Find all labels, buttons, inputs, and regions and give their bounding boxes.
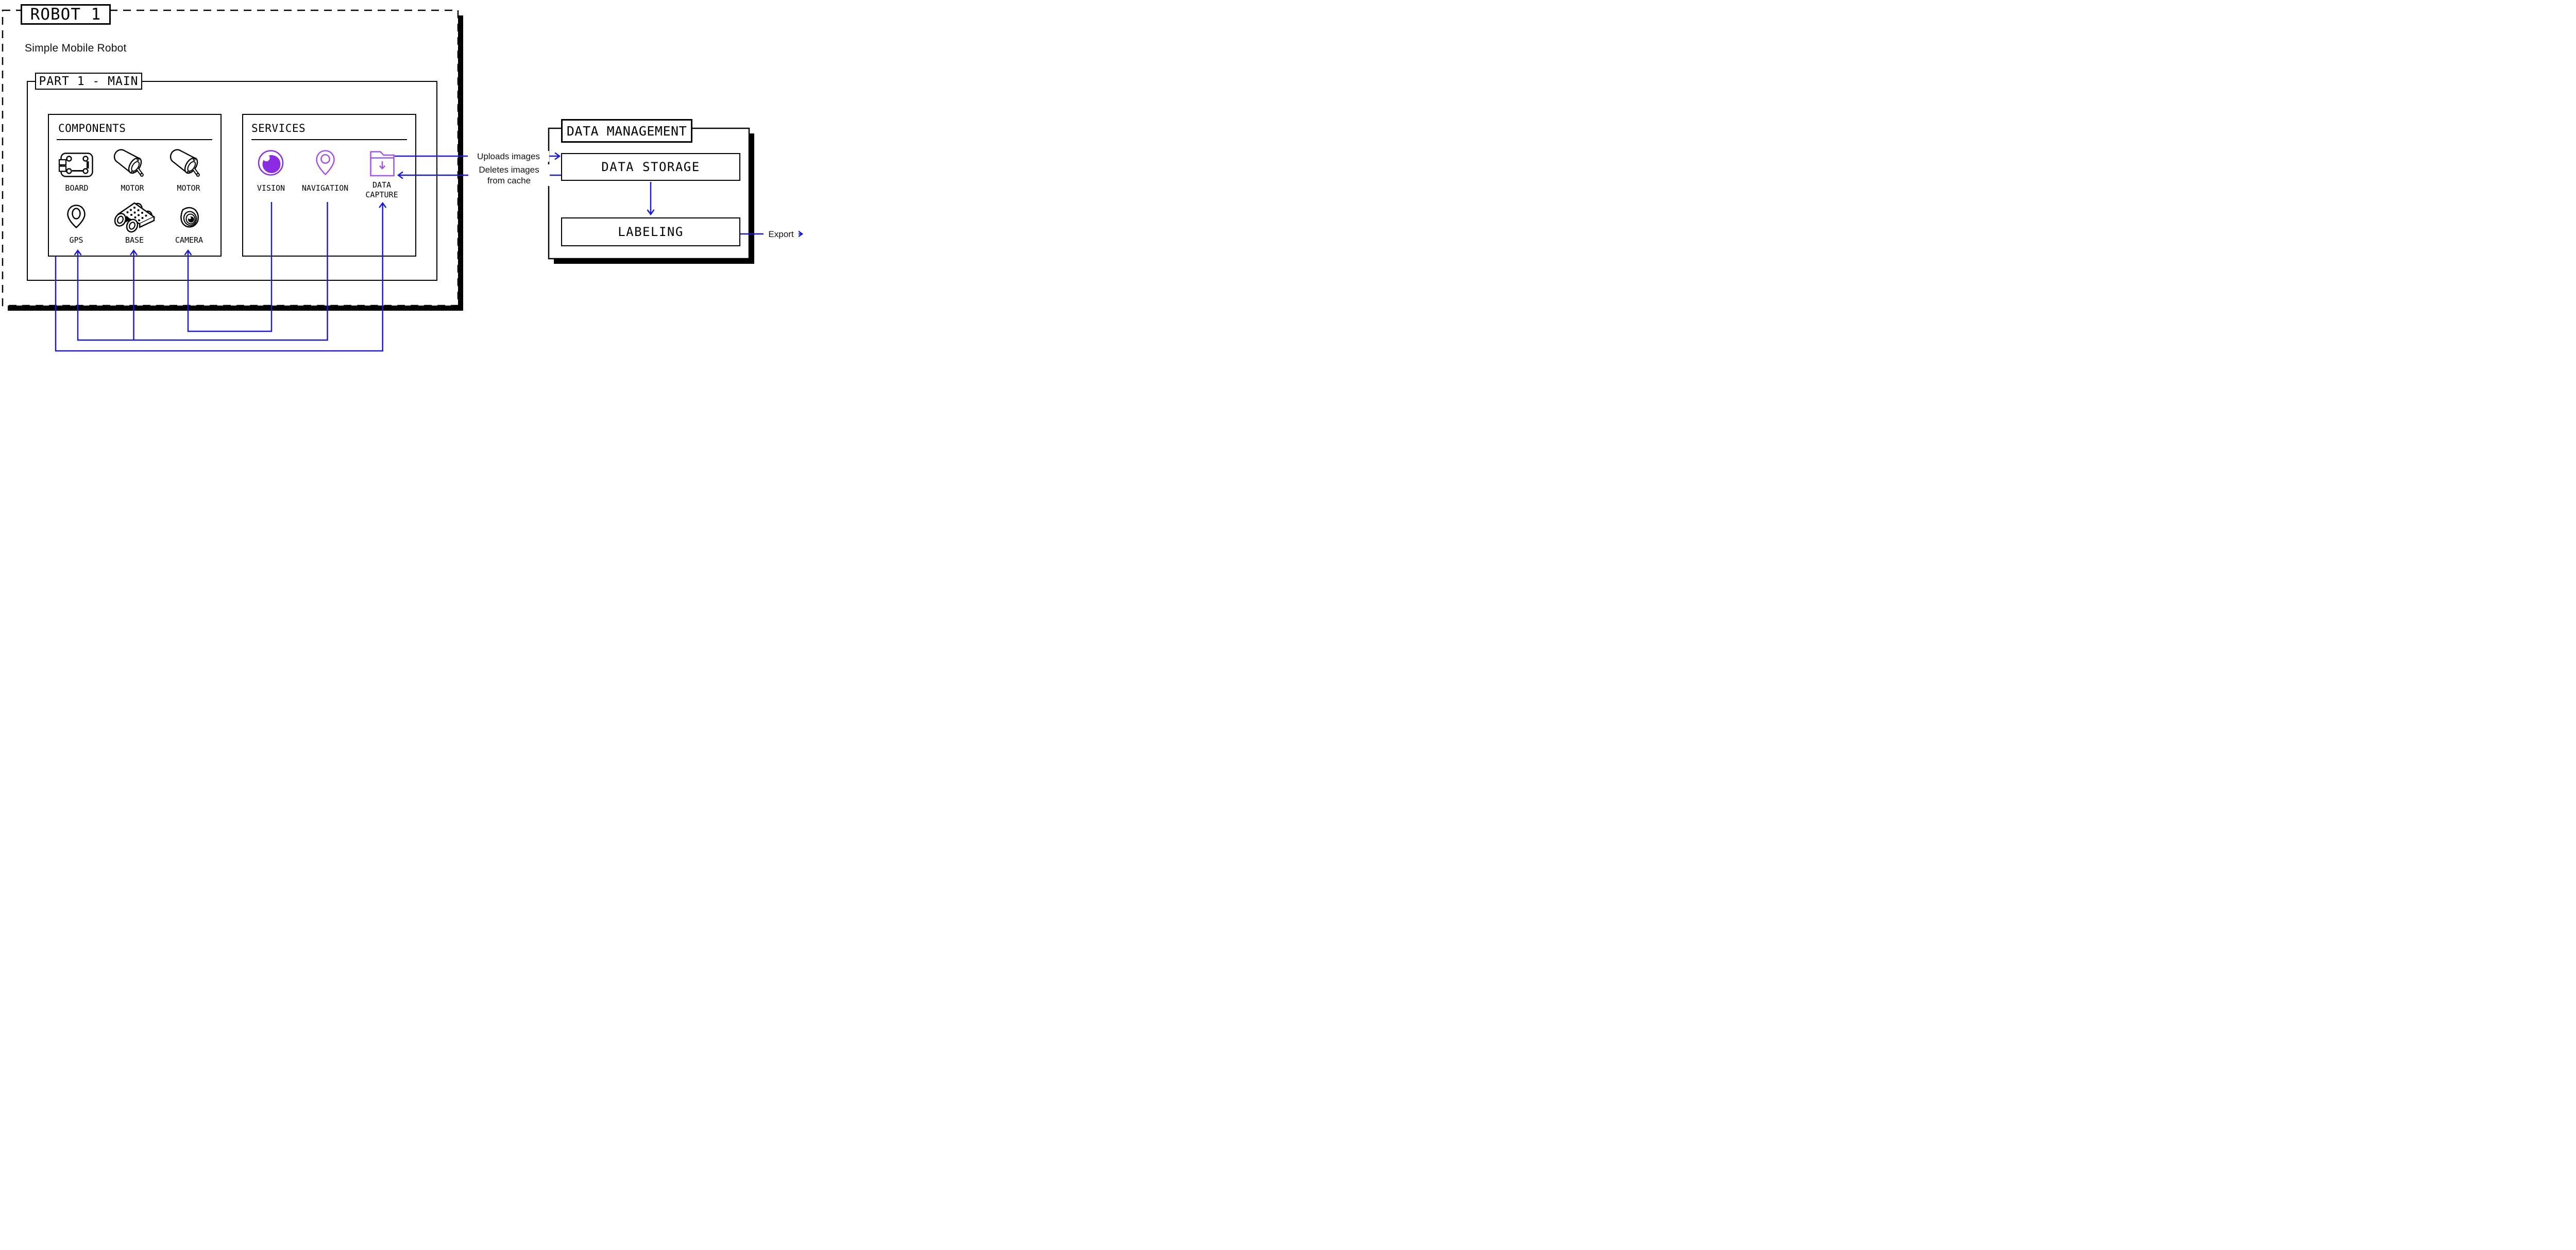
data-management-label-box: DATA MANAGEMENT [561, 119, 692, 143]
labeling-box: LABELING [561, 217, 740, 246]
deletes-images-label-line1: Deletes images [479, 165, 539, 175]
camera-caption: CAMERA [175, 235, 204, 245]
robot1-subtitle: Simple Mobile Robot [25, 42, 127, 54]
services-underline [251, 139, 407, 140]
motor1-caption: MOTOR [121, 183, 144, 193]
gps-caption: GPS [69, 235, 83, 245]
components-title: COMPONENTS [58, 122, 126, 134]
part1-label: PART 1 - MAIN [39, 74, 139, 88]
robot1-label-box: ROBOT 1 [21, 4, 111, 25]
data-capture-caption-line1: DATA [372, 180, 392, 190]
diagram-canvas: COMPONENTS SERVICES ROBOT 1 Simple Mobil… [0, 0, 808, 353]
motor2-caption: MOTOR [177, 183, 200, 193]
uploads-images-label: Uploads images [468, 151, 549, 162]
deletes-images-label: Deletes images from cache [468, 164, 550, 186]
data-management-label: DATA MANAGEMENT [566, 123, 687, 139]
vision-caption: VISION [257, 183, 285, 193]
services-title: SERVICES [251, 122, 306, 134]
data-capture-caption-line2: CAPTURE [365, 190, 398, 199]
components-underline [57, 139, 212, 140]
labeling-label: LABELING [618, 225, 684, 239]
robot1-title: ROBOT 1 [30, 5, 101, 24]
board-caption: BOARD [65, 183, 89, 193]
export-label: Export [764, 229, 799, 240]
part1-label-box: PART 1 - MAIN [35, 73, 142, 90]
data-storage-box: DATA STORAGE [561, 153, 740, 181]
base-caption: BASE [125, 235, 144, 245]
storage-to-labeling-connector [647, 182, 655, 216]
navigation-caption: NAVIGATION [301, 183, 349, 193]
deletes-images-label-line2: from cache [487, 176, 531, 185]
data-storage-label: DATA STORAGE [601, 160, 700, 174]
